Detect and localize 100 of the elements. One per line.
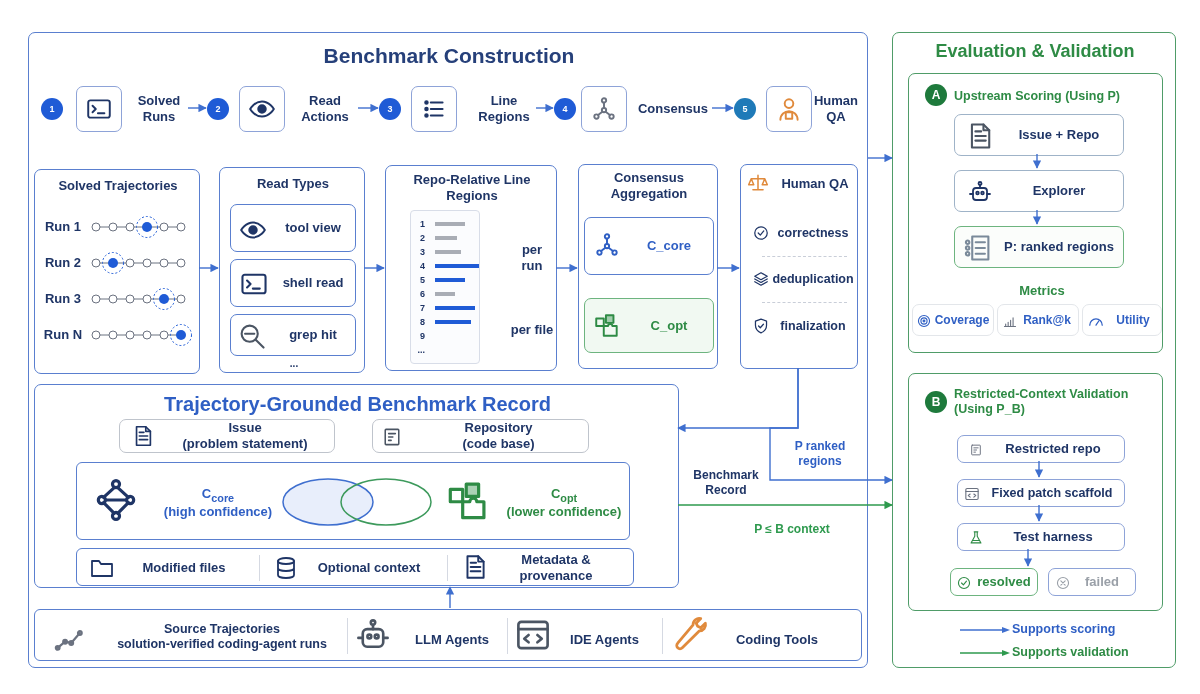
arrow [1034, 460, 1044, 478]
node-label: grep hit [289, 327, 337, 343]
text-label: correctness [777, 225, 849, 241]
arrow [363, 263, 385, 273]
arrow [1032, 209, 1042, 225]
arrow [445, 586, 455, 609]
process-box [230, 314, 356, 356]
node-label: (problem statement) [182, 436, 308, 452]
number-circle [41, 98, 63, 120]
text-label: Read Actions [300, 93, 350, 125]
process-box [957, 479, 1125, 507]
line-number: 8 [419, 316, 425, 329]
group-panel [28, 32, 868, 668]
panel-title: Consensus Aggregation [609, 170, 689, 202]
arrow [187, 103, 207, 113]
panel-title: Trajectory-Grounded Benchmark Record [164, 392, 551, 416]
number-circle [925, 84, 947, 106]
number-label: 3 [387, 103, 393, 115]
number-circle [379, 98, 401, 120]
text-label: Coding Tools [735, 632, 819, 648]
text-label: C$_{core}$ [201, 485, 235, 505]
arrow [1032, 153, 1042, 169]
number-label: 2 [215, 103, 221, 115]
panel-title: Repo-Relative Line Regions [412, 172, 532, 204]
process-box [954, 226, 1124, 268]
text-label: Metadata & provenance [518, 552, 594, 584]
text-label: solution-verified coding-agent runs [117, 637, 327, 652]
text-label: Source Trajectories [164, 622, 280, 637]
process-box [372, 419, 589, 453]
number-label: 1 [49, 103, 55, 115]
panel-title: Evaluation & Validation [935, 41, 1135, 63]
process-box [584, 298, 714, 353]
code-lines-panel [410, 210, 480, 364]
text-label: (lower confidence) [506, 504, 622, 521]
text-label: (high confidence) [163, 504, 273, 521]
node-label: C_core [646, 238, 692, 254]
text-label: finalization [780, 318, 846, 334]
arrow [535, 103, 554, 113]
group-panel [908, 373, 1163, 611]
legend-label: Supports validation [1012, 645, 1129, 659]
node-label: Coverage [934, 312, 990, 328]
panel-title: Solved Trajectories [58, 178, 178, 194]
text-label: IDE Agents [570, 632, 639, 648]
node-label: tool view [285, 220, 341, 236]
number-label: B [931, 394, 941, 410]
arrow [357, 103, 379, 113]
text-label: Metrics [1019, 283, 1065, 299]
node-label: Fixed patch scaffold [991, 485, 1113, 501]
number-label: A [931, 87, 941, 103]
panel-title: Human QA [781, 176, 849, 192]
text-label: Solved Runs [136, 93, 182, 125]
node-label: Test harness [1013, 529, 1093, 545]
number-circle [554, 98, 576, 120]
arrow [198, 263, 219, 273]
number-label: 4 [562, 103, 568, 115]
line-number: 7 [419, 302, 425, 315]
line-number: 1 [419, 218, 425, 231]
panel-title: Upstream Scoring (Using P) [954, 88, 1120, 104]
group-panel [34, 169, 200, 374]
node-label: Issue [228, 420, 262, 436]
arrow [769, 367, 893, 485]
panel-title: Benchmark Construction [323, 43, 575, 69]
panel-title: Restricted-Context Validation (Using P_B) [954, 387, 1130, 417]
line-number: 6 [419, 288, 425, 301]
process-box [957, 435, 1125, 463]
group-panel [740, 164, 858, 369]
process-box [230, 204, 356, 252]
arrow [711, 103, 734, 113]
group-panel [34, 609, 862, 661]
node-label: Rank@k [1023, 312, 1071, 328]
text-label: Optional context [317, 560, 421, 576]
process-box [957, 523, 1125, 551]
text-label: deduplication [772, 271, 854, 287]
process-box [954, 114, 1124, 156]
node-label: failed [1085, 574, 1119, 590]
line-number: 2 [419, 232, 425, 245]
node-label: Repository [464, 420, 533, 436]
text-label: C$_{opt}$ [550, 485, 578, 505]
line-number: 3 [419, 246, 425, 259]
text-label: ... [289, 358, 299, 370]
group-panel [76, 548, 634, 586]
arrow [716, 263, 740, 273]
node-label: Restricted repo [1005, 441, 1101, 457]
group-panel [578, 164, 718, 369]
legend-label: Supports scoring [1012, 622, 1116, 636]
group-panel [892, 32, 1176, 668]
group-panel [219, 167, 365, 373]
number-circle [207, 98, 229, 120]
arrow [555, 263, 578, 273]
text-label: per file [510, 322, 554, 338]
outcome-box [1048, 568, 1136, 596]
node-label: shell read [282, 275, 344, 291]
line-number: ... [416, 344, 425, 357]
text-label: Consensus [637, 101, 709, 117]
text-label: Line Regions [477, 93, 531, 125]
node-label: Utility [1116, 312, 1150, 328]
text-label: Run 2 [44, 255, 82, 271]
arrow [1034, 504, 1044, 522]
line-number: 9 [419, 330, 425, 343]
node-label: P: ranked regions [1004, 239, 1114, 255]
